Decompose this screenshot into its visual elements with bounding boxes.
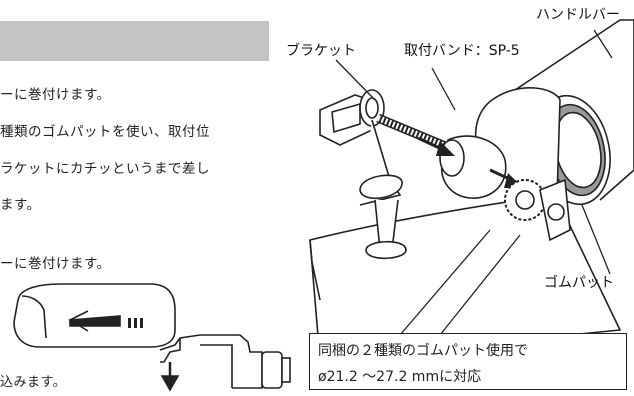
instruction-line-2: 種類のゴムパットを使い、取付位	[0, 124, 210, 140]
light-unit-illustration	[13, 283, 291, 392]
instruction-line-4: ます。	[0, 197, 41, 213]
label-rubber-pad: ゴムパット	[544, 275, 614, 291]
compatibility-note-box: 同梱の２種類のゴムパット使用で ø21.2 ～27.2 mmに対応	[309, 333, 627, 390]
label-bracket: ブラケット	[286, 43, 356, 59]
label-band: 取付バンド：SP-5	[404, 43, 520, 59]
instruction-line-5: ーに巻付けます。	[0, 256, 111, 272]
note-line-1: 同梱の２種類のゴムパット使用で	[318, 343, 528, 359]
instruction-line-6: 込みます。	[0, 375, 67, 390]
bracket-illustration	[319, 89, 571, 260]
instruction-line-1: ーに巻付けます。	[0, 87, 111, 103]
section-header-band	[0, 21, 269, 61]
label-handlebar: ハンドルバー	[536, 7, 620, 23]
leader-lines	[335, 29, 613, 336]
instruction-line-3: ラケットにカチッというまで差し	[0, 161, 210, 177]
note-line-2: ø21.2 ～27.2 mmに対応	[318, 369, 482, 385]
